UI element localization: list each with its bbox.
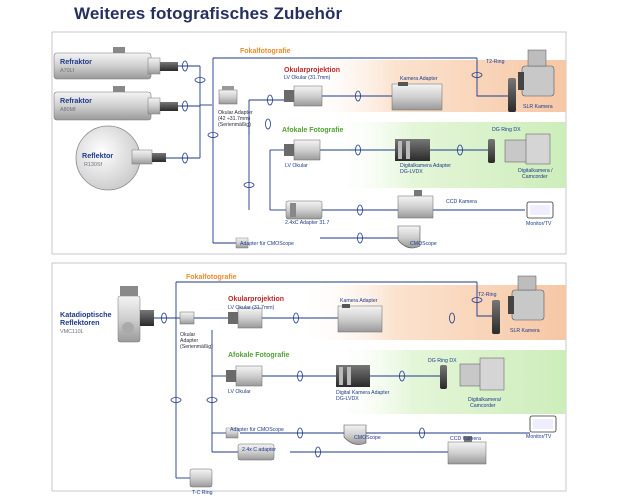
telescope-name: Reflektoren bbox=[60, 318, 100, 327]
component-label: LV Okular bbox=[285, 163, 308, 169]
component-label: Adapter für CMOScope bbox=[240, 241, 294, 247]
lv-eyepiece bbox=[284, 139, 321, 161]
section-heading: Afokale Fotografie bbox=[282, 127, 344, 134]
barlow-adapter bbox=[237, 443, 275, 461]
component-label: Camcorder bbox=[470, 403, 496, 409]
okular-adapter-label: (42 ÷31.7mm) bbox=[218, 116, 251, 122]
component-label: Digitalkamera Adapter bbox=[400, 163, 451, 169]
cmos-adapter bbox=[235, 237, 249, 249]
telescope-model: VMC110L bbox=[60, 329, 84, 335]
component-label: Camcorder bbox=[522, 174, 548, 180]
telescope-vmc110l bbox=[117, 286, 154, 343]
section-heading: Okularprojektion bbox=[284, 67, 340, 74]
section-heading: Fokalfotografie bbox=[186, 274, 237, 281]
component-label: CCD Kamera bbox=[450, 436, 481, 442]
tc-ring bbox=[189, 468, 213, 488]
component-label: CMOScope bbox=[354, 435, 381, 441]
component-label: T2-Ring bbox=[486, 59, 505, 65]
t2-ring bbox=[508, 78, 516, 112]
ccd-camera bbox=[397, 190, 434, 219]
section-heading: Afokale Fotografie bbox=[228, 352, 290, 359]
okular-adapter-label: Okular Adapter bbox=[218, 110, 253, 116]
component-label: Kamera Adapter bbox=[340, 298, 378, 304]
component-label: DG Ring DX bbox=[428, 358, 457, 364]
component-label: LV Okular bbox=[228, 389, 251, 395]
telescope-model: A80Mf bbox=[60, 107, 76, 113]
bottom-panel: Katadioptische Reflektoren VMC110L bbox=[51, 262, 567, 496]
slr-camera bbox=[508, 275, 545, 321]
component-label: CCD Kamera bbox=[446, 199, 477, 205]
telescope-name: Reflektor bbox=[82, 151, 113, 160]
ring-marker bbox=[161, 297, 483, 458]
digicam-adapter bbox=[336, 365, 370, 387]
page-title: Weiteres fotografisches Zubehör bbox=[74, 4, 343, 23]
dg-ring bbox=[488, 139, 495, 163]
telescope-model: R130Sf bbox=[84, 162, 102, 168]
component-label: Digital Kamera Adapter bbox=[336, 390, 390, 396]
okular-adapter-label: Okular bbox=[180, 332, 196, 338]
t2-ring bbox=[492, 300, 500, 334]
okular-adapter-label: Adapter bbox=[180, 338, 198, 344]
dg-ring bbox=[440, 365, 447, 389]
component-label: T-C Ring bbox=[192, 490, 213, 496]
lv-eyepiece bbox=[228, 307, 263, 329]
cmoscope bbox=[343, 424, 367, 445]
component-label: SLR Kamera bbox=[510, 328, 540, 334]
component-label: Digitalkamera/ bbox=[468, 397, 502, 403]
component-label: Monitor/TV bbox=[526, 434, 552, 440]
section-heading: Fokalfotografie bbox=[240, 48, 291, 55]
okular-adapter bbox=[218, 86, 238, 105]
barlow-adapter bbox=[285, 200, 323, 220]
section-heading: Okularprojektion bbox=[228, 296, 284, 303]
bottom-connector-lines bbox=[154, 281, 530, 479]
component-label: LV Okular (31.7mm) bbox=[284, 75, 331, 81]
component-label: 2.4xC Adapter 31.7 bbox=[285, 220, 330, 226]
telescope-refraktor-a70 bbox=[53, 47, 178, 80]
ring-marker bbox=[182, 60, 483, 244]
digicam-adapter bbox=[395, 139, 430, 161]
slr-camera bbox=[518, 49, 555, 97]
component-label: Digitalkamera / bbox=[518, 168, 553, 174]
component-label: DG-LVDX bbox=[336, 396, 359, 402]
component-label: SLR Kamera bbox=[523, 104, 553, 110]
component-label: Kamera Adapter bbox=[400, 76, 438, 82]
component-label: DG-LVDX bbox=[400, 169, 423, 175]
component-label: T2-Ring bbox=[478, 292, 497, 298]
component-label: CMOScope bbox=[410, 241, 437, 247]
telescope-reflektor-r130 bbox=[75, 125, 166, 191]
component-label: LV Okular (31.7mm) bbox=[228, 305, 275, 311]
monitor-tv bbox=[529, 415, 557, 433]
lv-eyepiece bbox=[226, 365, 263, 387]
digicam-camcorder bbox=[459, 357, 505, 391]
camera-adapter bbox=[391, 82, 443, 111]
telescope-refraktor-a80 bbox=[53, 86, 178, 121]
top-connector-lines bbox=[166, 57, 525, 244]
component-label: 2.4x C adapter bbox=[242, 447, 276, 453]
lv-eyepiece bbox=[284, 85, 323, 107]
okular-adapter bbox=[179, 311, 195, 325]
ccd-camera bbox=[447, 436, 487, 465]
cmos-adapter bbox=[225, 427, 239, 439]
telescope-model: A70Lf bbox=[60, 68, 75, 74]
camera-adapter bbox=[337, 304, 383, 333]
okular-adapter-label: (Serienmäßig) bbox=[180, 344, 213, 350]
telescope-name: Refraktor bbox=[60, 96, 92, 105]
telescope-name: Refraktor bbox=[60, 57, 92, 66]
okular-adapter-label: (Serienmäßig) bbox=[218, 122, 251, 128]
cmoscope bbox=[397, 225, 421, 249]
telescope-name: Katadioptische bbox=[60, 310, 112, 319]
component-label: Monitor/TV bbox=[526, 221, 552, 227]
component-label: DG Ring DX bbox=[492, 127, 521, 133]
digicam-camcorder bbox=[504, 133, 551, 165]
top-panel: Refraktor A70Lf Refraktor A80Mf Reflekto… bbox=[51, 31, 567, 255]
monitor-tv bbox=[526, 201, 554, 219]
component-label: Adapter für CMOScope bbox=[230, 427, 284, 433]
